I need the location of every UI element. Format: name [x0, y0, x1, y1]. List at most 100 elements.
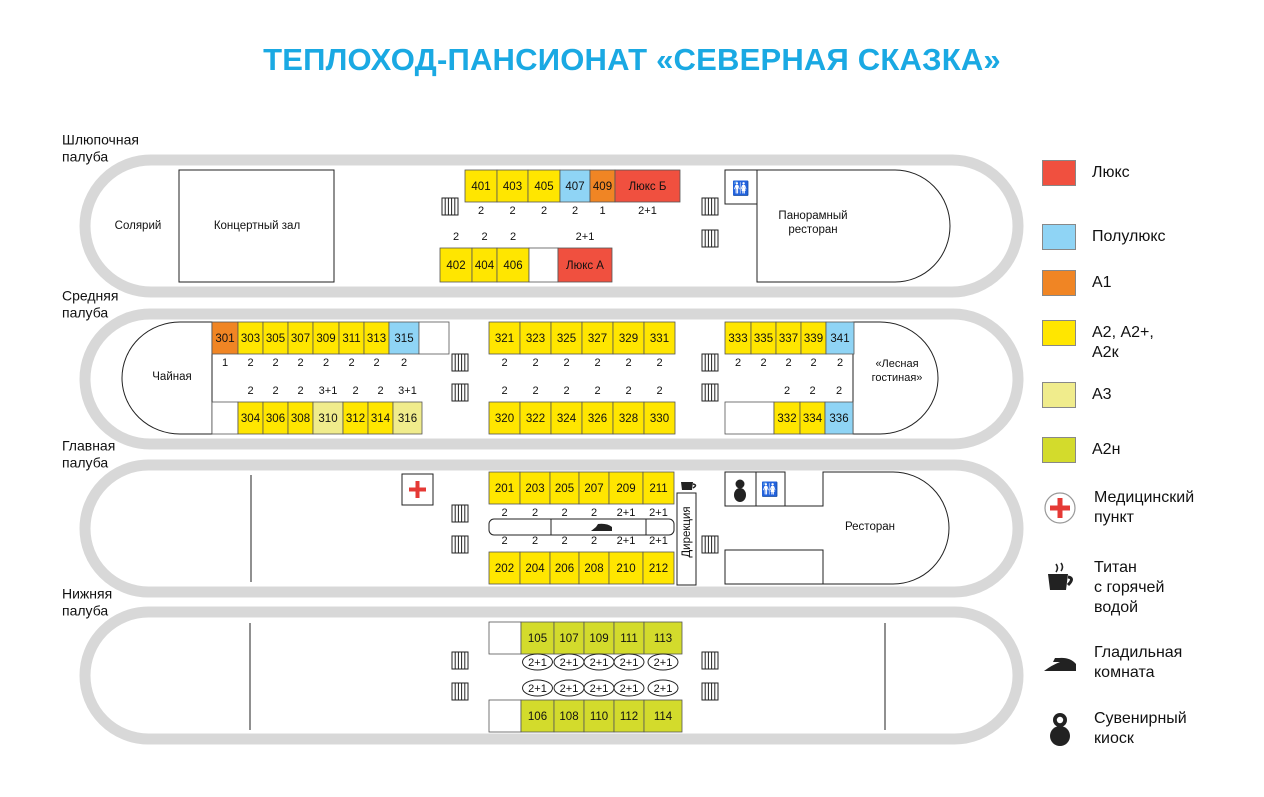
- label-line: 407: [565, 181, 584, 193]
- cabin-Люкс А: Люкс А2+1: [557, 231, 613, 283]
- cabin-berths: 2+1: [649, 507, 668, 519]
- stairs-icon: [701, 383, 719, 402]
- legend-label: Полулюкс: [1092, 228, 1166, 245]
- label-line: 322: [526, 413, 545, 425]
- label-line: 2+1: [638, 205, 657, 217]
- cabin-berths: 3+1: [319, 385, 338, 397]
- cabin-number: 324: [557, 413, 577, 425]
- cabin-berths: 2+1: [617, 507, 636, 519]
- label-line: 2+1: [617, 535, 636, 547]
- label-line: 2: [735, 357, 741, 369]
- cabin-number: 409: [593, 181, 612, 193]
- label-line: 334: [803, 413, 823, 425]
- cabin-berths: 2: [297, 385, 303, 397]
- cabin-box: [553, 621, 585, 655]
- cabin-108: 108 2+1: [553, 679, 585, 733]
- cabin-number: 403: [503, 181, 522, 193]
- label-line: 205: [555, 483, 574, 495]
- cabin-berths: 2: [836, 385, 842, 397]
- cabin-number: 312: [346, 413, 365, 425]
- cabin-berths: 2: [594, 385, 600, 397]
- cabin-box: [612, 321, 645, 355]
- cabin-berths: 2: [561, 535, 567, 547]
- cabin-box: [824, 401, 854, 435]
- label-line: Люкс Б: [629, 181, 667, 193]
- cabin-berths: 1: [599, 205, 605, 217]
- label-line: 331: [650, 333, 669, 345]
- label-line: 301: [215, 333, 234, 345]
- cabin-number: 108: [559, 711, 578, 723]
- legend-swatch: [1042, 437, 1076, 463]
- cabin-box: [549, 471, 580, 505]
- legend-item-a2n: А2н: [1042, 437, 1120, 463]
- cabin-number: 402: [446, 260, 465, 272]
- label-line: 324: [557, 413, 577, 425]
- cabin-number: 306: [266, 413, 285, 425]
- cabin-box: [608, 551, 644, 585]
- label-line: 306: [266, 413, 285, 425]
- label-line: 203: [525, 483, 544, 495]
- cabin-berths: 2+1: [590, 683, 609, 695]
- cabin-number: 106: [528, 711, 547, 723]
- cabin-box: [464, 169, 498, 203]
- label-line: 2: [561, 535, 567, 547]
- cabin-number: 339: [804, 333, 823, 345]
- label-line: 305: [266, 333, 285, 345]
- stairs-frame: [441, 197, 459, 216]
- cabin-berths: 2: [625, 357, 631, 369]
- cabin-number: 206: [555, 563, 574, 575]
- label-line: 311: [342, 333, 360, 345]
- hull-lower-deck: [79, 606, 1024, 745]
- cabin-berths: 2: [373, 357, 379, 369]
- cabin-number: 209: [616, 483, 635, 495]
- doll-head: [735, 479, 745, 489]
- label-line: 308: [291, 413, 310, 425]
- cabin-number: 305: [266, 333, 285, 345]
- label-line: 2: [594, 385, 600, 397]
- label-line: палуба: [62, 305, 108, 321]
- label-line: 2: [453, 231, 459, 243]
- legend-label: Медицинский пункт: [1094, 489, 1195, 526]
- cabin-berths: 2: [297, 357, 303, 369]
- label-line: 2+1: [560, 683, 579, 695]
- restroom-icon: 🚻: [732, 180, 749, 197]
- cabin-number: 311: [342, 333, 360, 345]
- label-line: 2: [656, 385, 662, 397]
- cabin-box: [589, 169, 616, 203]
- cabin-berths: 2+1: [620, 683, 639, 695]
- cabin-berths: 2: [809, 385, 815, 397]
- cabin-box: [520, 699, 555, 733]
- label-line: 406: [503, 260, 522, 272]
- cabin-berths: 2+1: [620, 657, 639, 669]
- cabin-number: 327: [588, 333, 607, 345]
- cabin-berths: 2: [561, 507, 567, 519]
- label-line: 404: [475, 260, 495, 272]
- label-line: 320: [495, 413, 514, 425]
- cabin-empty: [724, 401, 775, 435]
- stairs-icon: [701, 229, 719, 248]
- matryoshka-icon: [734, 479, 746, 502]
- label-line: 2: [532, 357, 538, 369]
- cabin-berths: 2+1: [654, 683, 673, 695]
- cabin-berths: 2: [348, 357, 354, 369]
- cabin-berths: 2: [656, 357, 662, 369]
- label-line: ресторан: [788, 224, 837, 236]
- doll-body: [734, 488, 746, 502]
- cabin-number: 111: [620, 633, 637, 645]
- cabin-berths: 1: [222, 357, 228, 369]
- cabin-number: 212: [649, 563, 668, 575]
- cabin-berths: 2: [541, 205, 547, 217]
- cabin-number: 328: [619, 413, 638, 425]
